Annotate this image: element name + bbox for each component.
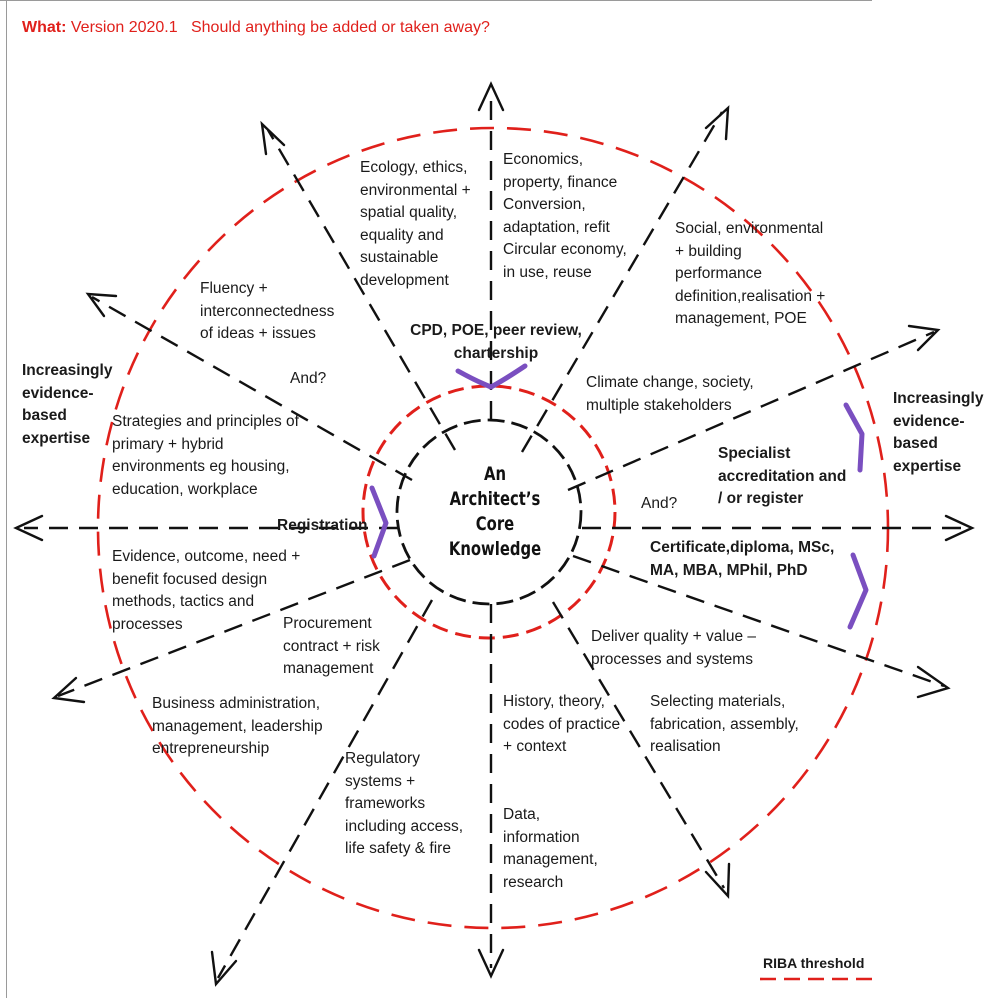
core-line-1: An — [483, 463, 507, 485]
axis-sse — [551, 601, 726, 889]
axis-ese — [572, 554, 945, 688]
label-deliver: Deliver quality + value – processes and … — [591, 628, 756, 668]
arrowhead-nnw — [260, 120, 286, 156]
label-cpd: CPD, POE, peer review, chartership — [410, 322, 582, 362]
label-specialist: Specialist accreditation and / or regist… — [718, 445, 847, 508]
arrowhead-ese — [916, 665, 951, 699]
core-circle — [395, 418, 583, 606]
bracket-right-lower — [847, 552, 869, 630]
label-selecting: Selecting materials, fabrication, assemb… — [650, 693, 799, 756]
arrowhead-wnw — [85, 292, 118, 318]
title-lead: What: — [22, 19, 67, 36]
arrowhead-wsw — [51, 676, 86, 704]
arrowhead-e — [944, 514, 975, 542]
label-evidence-left: Increasingly evidence-based expertise — [22, 362, 113, 447]
core-line-3: Core — [475, 513, 515, 535]
label-regulatory: Regulatory systems + frameworks includin… — [345, 750, 464, 858]
page-title: What: Version 2020.1 Should anything be … — [22, 19, 490, 37]
core-title: An Architect’s Core Knowledge — [444, 462, 545, 562]
left-rule — [6, 0, 7, 998]
label-ecology: Ecology, ethics, environmental + spatial… — [360, 159, 471, 289]
arrowhead-s — [477, 948, 505, 979]
arrowhead-ene — [907, 324, 941, 352]
label-and-right: And? — [641, 495, 678, 512]
bracket-top — [455, 363, 528, 390]
inner-threshold-circle — [361, 384, 617, 640]
axis-nne — [520, 111, 724, 453]
legend-label: RIBA threshold — [763, 955, 865, 971]
purple-brackets — [369, 363, 869, 630]
label-business: Business administration, management, lea… — [152, 695, 323, 758]
arrowhead-sse — [704, 862, 731, 899]
axis-ene — [567, 330, 935, 492]
top-rule — [0, 0, 872, 1]
arrowhead-ssw — [210, 950, 238, 987]
arrowhead-nne — [704, 105, 730, 141]
axis-wsw — [57, 558, 411, 698]
bracket-left — [369, 485, 389, 559]
label-registration: Registration — [277, 517, 368, 534]
label-evidence-right: Increasingly evidence-based expertise — [893, 390, 984, 475]
label-history: History, theory, codes of practice + con… — [503, 693, 621, 756]
bracket-right-upper — [843, 402, 865, 473]
core-line-2: Architect’s — [449, 488, 541, 510]
arrowhead-w — [13, 514, 44, 542]
label-procurement: Procurement contract + risk management — [283, 615, 380, 678]
arrowhead-n — [477, 81, 505, 112]
axis-ssw — [216, 599, 434, 979]
label-climate: Climate change, society, multiple stakeh… — [586, 374, 754, 414]
label-and-left: And? — [290, 370, 327, 387]
axis-lines — [24, 92, 966, 979]
label-data: Data, information management, research — [503, 806, 598, 891]
arrow-heads — [13, 81, 975, 987]
title-text: Version 2020.1 Should anything be added … — [66, 19, 490, 36]
label-social: Social, environmental + building perform… — [675, 220, 826, 328]
label-strategies: Strategies and principles of primary + h… — [112, 413, 299, 498]
label-economics: Economics, property, finance Conversion,… — [503, 151, 627, 281]
axis-nnw — [266, 129, 457, 451]
axis-wnw — [91, 295, 413, 482]
label-fluency: Fluency + interconnectedness of ideas + … — [200, 280, 335, 343]
label-evidence-methods: Evidence, outcome, need + benefit focuse… — [112, 548, 301, 633]
label-certificate: Certificate,diploma, MSc, MA, MBA, MPhil… — [650, 539, 835, 579]
core-line-4: Knowledge — [448, 538, 542, 560]
